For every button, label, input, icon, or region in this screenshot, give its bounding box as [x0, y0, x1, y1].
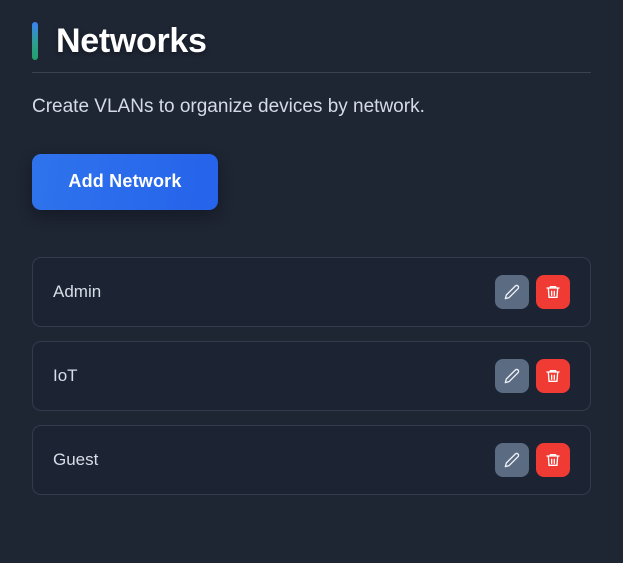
delete-network-button[interactable]	[536, 274, 570, 309]
network-name: Guest	[53, 450, 99, 470]
delete-network-button[interactable]	[536, 442, 570, 477]
pencil-icon	[504, 452, 520, 468]
network-name: Admin	[53, 282, 102, 302]
delete-network-button[interactable]	[536, 358, 570, 393]
page-header: Networks	[32, 0, 591, 60]
edit-network-button[interactable]	[495, 442, 529, 477]
pencil-icon	[504, 284, 520, 300]
row-actions	[495, 358, 570, 393]
trash-icon	[545, 452, 561, 468]
network-list: Admin	[32, 256, 591, 495]
trash-icon	[545, 284, 561, 300]
table-row[interactable]: Guest	[32, 424, 591, 495]
add-network-button[interactable]: Add Network	[32, 153, 218, 210]
edit-network-button[interactable]	[495, 358, 529, 393]
title-accent-bar	[32, 22, 38, 60]
edit-network-button[interactable]	[495, 274, 529, 309]
pencil-icon	[504, 368, 520, 384]
header-divider	[32, 72, 591, 73]
row-actions	[495, 442, 570, 477]
page-title: Networks	[56, 22, 207, 60]
row-actions	[495, 274, 570, 309]
network-name: IoT	[53, 366, 78, 386]
page-subtitle: Create VLANs to organize devices by netw…	[32, 96, 425, 117]
table-row[interactable]: IoT	[32, 340, 591, 411]
trash-icon	[545, 368, 561, 384]
table-row[interactable]: Admin	[32, 256, 591, 327]
